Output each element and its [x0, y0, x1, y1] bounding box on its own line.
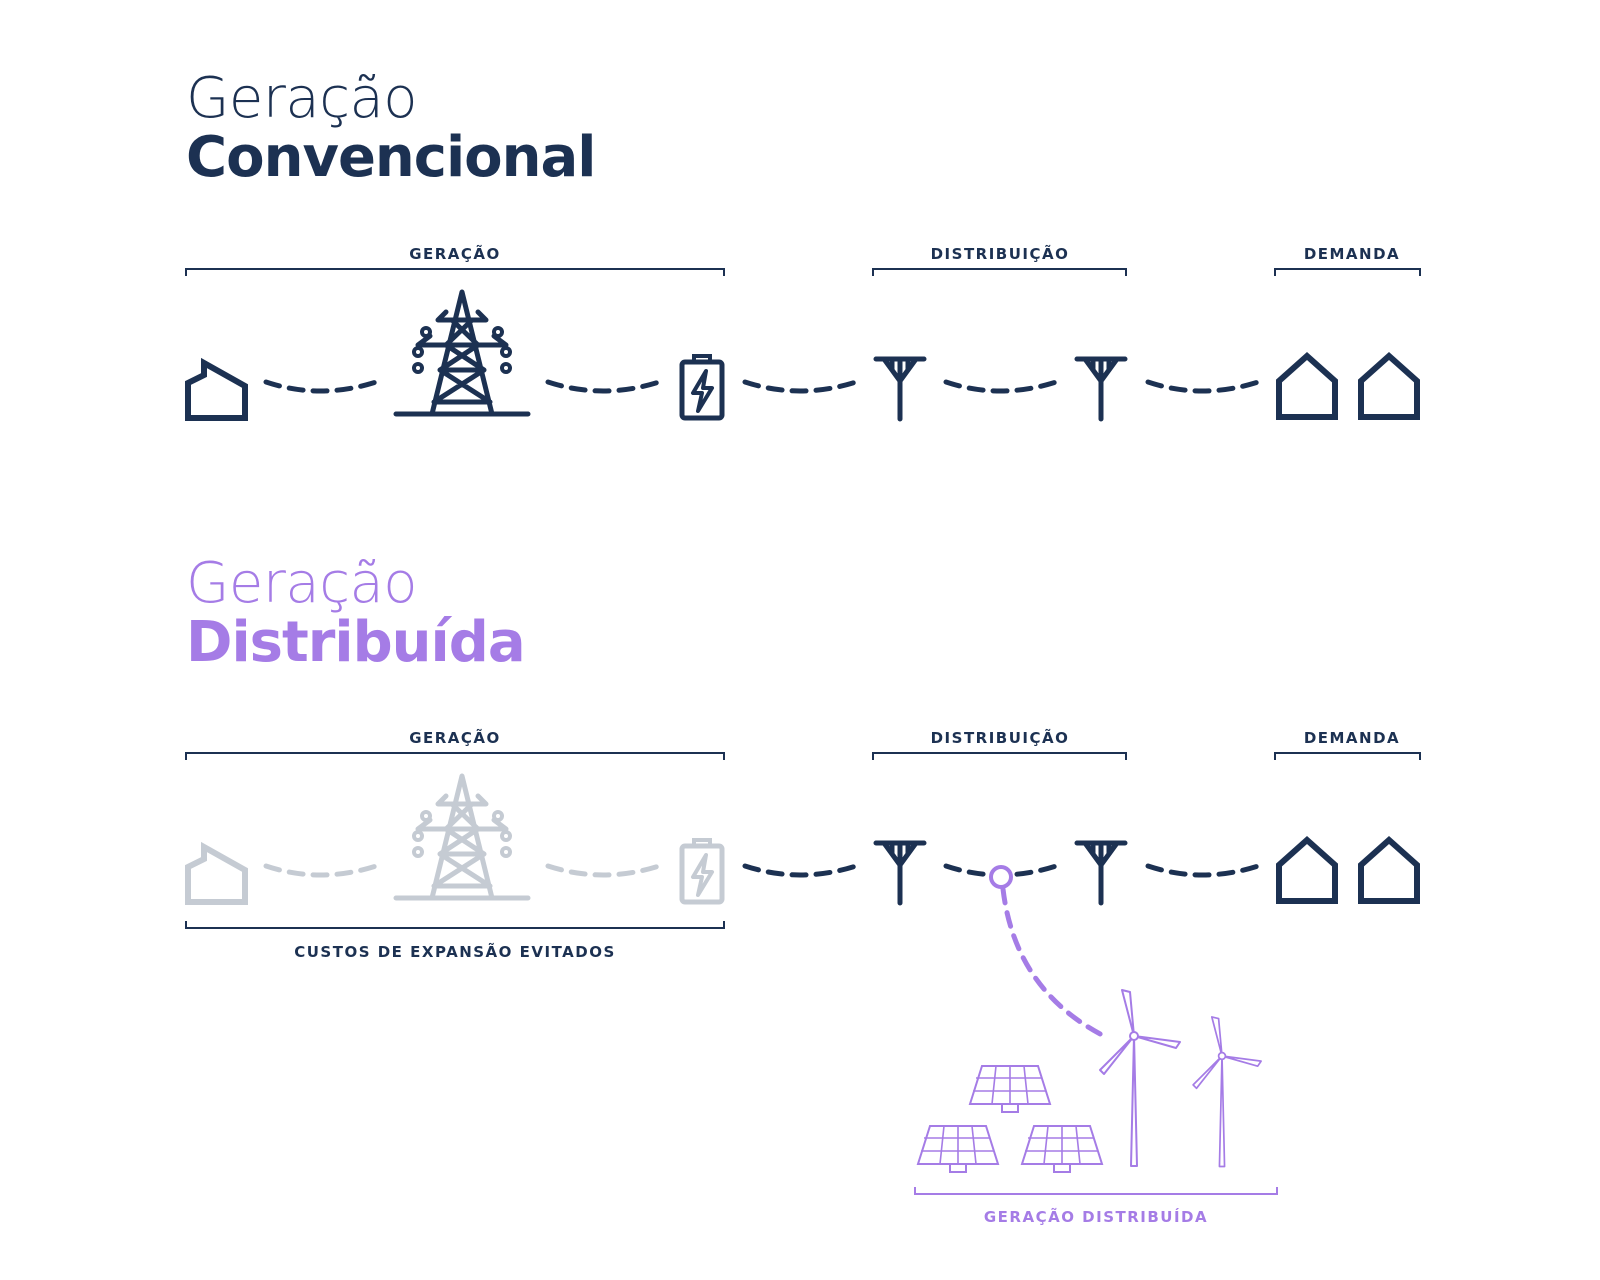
conventional-diagram: GERAÇÃO DISTRIBUIÇÃO DEMANDA — [185, 244, 1421, 419]
title-distributed-bold: Distribuída — [186, 609, 526, 675]
connector-line — [742, 379, 859, 394]
title-conventional: Geração Convencional — [186, 66, 597, 190]
distributed-diagram: GERAÇÃO DISTRIBUIÇÃO DEMANDA CUSTOS DE E… — [185, 728, 1421, 1226]
bracket-distribution — [872, 752, 1127, 760]
connector-line — [545, 379, 662, 394]
connector-line — [943, 379, 1059, 394]
transmission-tower-icon — [396, 776, 528, 898]
label-distribution: DISTRIBUIÇÃO — [931, 244, 1070, 263]
title-distributed-light: Geração — [186, 551, 418, 616]
connector-line — [1145, 379, 1261, 394]
solar-panel-icon — [917, 1125, 999, 1173]
solar-panel-icon — [1021, 1125, 1103, 1173]
battery-icon — [682, 356, 722, 418]
bracket-demand — [1274, 752, 1421, 760]
utility-pole-icon — [876, 843, 924, 903]
house-icon — [1279, 840, 1335, 901]
bracket-generation — [185, 268, 725, 276]
bracket-generation — [185, 752, 725, 760]
house-icon — [1279, 356, 1335, 417]
battery-icon — [682, 840, 722, 902]
label-avoided-costs: CUSTOS DE EXPANSÃO EVITADOS — [294, 942, 616, 961]
wind-turbine-icon — [1192, 1016, 1262, 1168]
connector-line — [545, 863, 662, 878]
connector-line — [263, 379, 379, 394]
utility-pole-icon — [1077, 359, 1125, 419]
bracket-avoided-costs — [185, 921, 725, 929]
connector-line — [742, 863, 859, 878]
factory-icon — [188, 847, 245, 902]
title-distributed: Geração Distribuída — [186, 551, 526, 675]
factory-icon — [188, 363, 245, 418]
bracket-demand — [1274, 268, 1421, 276]
connector-line — [263, 863, 379, 878]
connector-line — [1145, 863, 1261, 878]
label-generation: GERAÇÃO — [409, 244, 501, 263]
house-icon — [1361, 840, 1417, 901]
label-demand: DEMANDA — [1304, 245, 1400, 263]
wind-turbine-icon — [1099, 989, 1181, 1167]
label-distributed-generation: GERAÇÃO DISTRIBUÍDA — [984, 1207, 1208, 1226]
label-demand: DEMANDA — [1304, 729, 1400, 747]
transmission-tower-icon — [396, 292, 528, 414]
house-icon — [1361, 356, 1417, 417]
label-distribution: DISTRIBUIÇÃO — [931, 728, 1070, 747]
bracket-distribution — [872, 268, 1127, 276]
solar-panel-icon — [969, 1065, 1051, 1113]
bracket-distributed-generation — [914, 1187, 1278, 1195]
connection-point — [989, 865, 1013, 889]
utility-pole-icon — [1077, 843, 1125, 903]
utility-pole-icon — [876, 359, 924, 419]
title-conventional-light: Geração — [186, 66, 418, 131]
label-generation: GERAÇÃO — [409, 728, 501, 747]
distributed-connector-line — [1000, 886, 1107, 1039]
title-conventional-bold: Convencional — [186, 124, 597, 190]
